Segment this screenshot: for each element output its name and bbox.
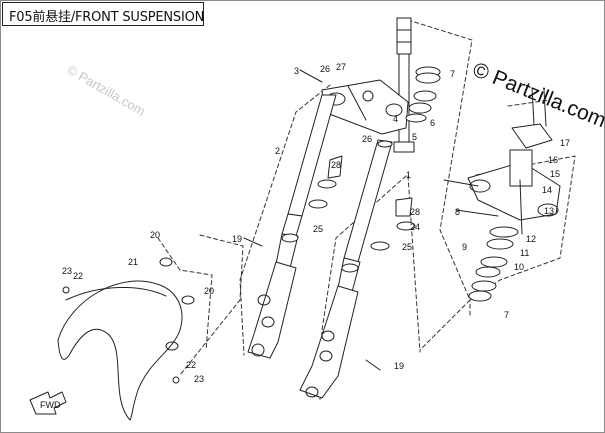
callout-26-mid: 26 xyxy=(362,134,372,144)
callout-22-left: 22 xyxy=(73,271,83,281)
callout-6: 6 xyxy=(430,118,435,128)
bolts xyxy=(62,69,499,384)
callout-20-top: 20 xyxy=(150,230,160,240)
callout-26-top: 26 xyxy=(320,64,330,74)
callout-10: 10 xyxy=(514,262,524,272)
callout-7-top: 7 xyxy=(450,69,455,79)
callout-14: 14 xyxy=(542,185,552,195)
callout-1: 1 xyxy=(406,170,411,180)
callout-23-left: 23 xyxy=(62,266,72,276)
callout-25-right: 25 xyxy=(402,242,412,252)
callout-19-top: 19 xyxy=(232,234,242,244)
upper-bearing-stack xyxy=(405,66,441,123)
callout-24: 24 xyxy=(410,222,420,232)
title-box: F05前悬挂/FRONT SUSPENSION xyxy=(2,2,204,26)
callout-5: 5 xyxy=(412,132,417,142)
page-title: F05前悬挂/FRONT SUSPENSION xyxy=(9,10,205,25)
fwd-arrow xyxy=(29,391,67,415)
callout-25-left: 25 xyxy=(313,224,323,234)
callout-4: 4 xyxy=(393,114,398,124)
callout-2: 2 xyxy=(275,146,280,156)
callout-28-left: 28 xyxy=(331,160,341,170)
callout-8: 8 xyxy=(455,207,460,217)
callout-labels: 1 2 3 26 27 7 6 5 4 26 28 28 24 25 25 19… xyxy=(62,62,570,384)
callout-28-right: 28 xyxy=(410,207,420,217)
callout-16: 16 xyxy=(548,155,558,165)
callout-22-bottom: 22 xyxy=(186,360,196,370)
lower-bearing-stack xyxy=(468,226,519,302)
callout-13: 13 xyxy=(544,206,554,216)
fork-seals xyxy=(308,155,416,251)
callout-17: 17 xyxy=(560,138,570,148)
callout-27: 27 xyxy=(336,62,346,72)
dashed-assembly-outlines xyxy=(157,19,576,401)
callout-9: 9 xyxy=(462,242,467,252)
callout-12: 12 xyxy=(526,234,536,244)
callout-3: 3 xyxy=(294,66,299,76)
fork-tube-left xyxy=(247,94,337,359)
front-fender xyxy=(57,257,195,421)
steering-stem xyxy=(393,17,415,153)
callout-21: 21 xyxy=(128,257,138,267)
upper-triple-clamp xyxy=(321,79,409,135)
callout-20-right: 20 xyxy=(204,286,214,296)
callout-15: 15 xyxy=(550,169,560,179)
fwd-arrow-label: FWD xyxy=(40,400,61,410)
callout-19-bottom: 19 xyxy=(394,361,404,371)
lower-triple-clamp xyxy=(467,87,561,235)
fork-tube-right xyxy=(299,139,393,399)
callout-23-bottom: 23 xyxy=(194,374,204,384)
callout-11: 11 xyxy=(520,248,529,258)
callout-7-bottom: 7 xyxy=(504,310,509,320)
